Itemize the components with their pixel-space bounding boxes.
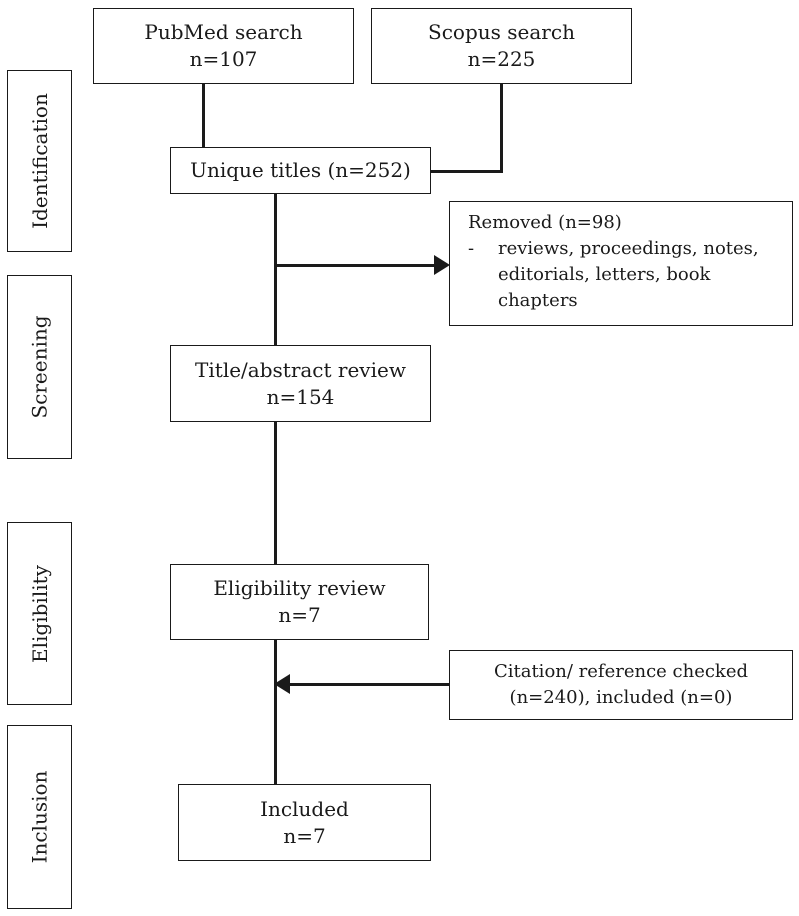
connector-to-removed bbox=[274, 264, 436, 267]
stage-inclusion-label: Inclusion bbox=[27, 770, 52, 864]
stage-identification-label: Identification bbox=[27, 93, 52, 229]
connector-from-citation bbox=[286, 683, 449, 686]
stage-screening: Screening bbox=[7, 275, 72, 459]
removed-item-line-3: chapters bbox=[498, 290, 578, 311]
stage-identification: Identification bbox=[7, 70, 72, 252]
eligibility-review-count: n=7 bbox=[278, 603, 321, 627]
stage-inclusion: Inclusion bbox=[7, 725, 72, 909]
included-title: Included bbox=[260, 796, 349, 821]
pubmed-search-title: PubMed search bbox=[144, 20, 303, 44]
unique-titles-box: Unique titles (n=252) bbox=[170, 147, 431, 194]
connector-main-2 bbox=[274, 421, 277, 564]
pubmed-search-box: PubMed search n=107 bbox=[93, 8, 354, 84]
removed-title: Removed (n=98) bbox=[468, 212, 622, 233]
included-count: n=7 bbox=[283, 823, 326, 848]
connector-main-3 bbox=[274, 639, 277, 785]
scopus-search-title: Scopus search bbox=[428, 20, 575, 44]
unique-titles-text: Unique titles (n=252) bbox=[190, 158, 411, 182]
stage-screening-label: Screening bbox=[27, 315, 52, 419]
eligibility-review-box: Eligibility review n=7 bbox=[170, 564, 429, 640]
scopus-search-count: n=225 bbox=[467, 47, 536, 71]
connector-pubmed-down bbox=[202, 83, 205, 147]
title-abstract-review-box: Title/abstract review n=154 bbox=[170, 345, 431, 422]
eligibility-review-title: Eligibility review bbox=[213, 576, 386, 600]
removed-item: - reviews, proceedings, notes, bbox=[468, 236, 759, 262]
included-box: Included n=7 bbox=[178, 784, 431, 861]
title-abstract-review-count: n=154 bbox=[266, 384, 335, 409]
citation-check-box: Citation/ reference checked (n=240), inc… bbox=[449, 650, 793, 720]
removed-item-cont: editorials, letters, book bbox=[468, 262, 710, 288]
citation-check-line-1: Citation/ reference checked bbox=[493, 661, 749, 682]
removed-item-line-1: reviews, proceedings, notes, bbox=[498, 238, 759, 259]
citation-check-line-2: (n=240), included (n=0) bbox=[509, 687, 733, 708]
connector-scopus-to-unique bbox=[430, 170, 503, 173]
stage-eligibility: Eligibility bbox=[7, 522, 72, 705]
scopus-search-box: Scopus search n=225 bbox=[371, 8, 632, 84]
arrow-to-removed bbox=[434, 255, 450, 275]
connector-main-1 bbox=[274, 193, 277, 345]
removed-bullet: - bbox=[468, 238, 475, 259]
connector-scopus-down bbox=[500, 83, 503, 173]
arrow-from-citation bbox=[274, 674, 290, 694]
removed-item-cont-2: chapters bbox=[468, 288, 578, 314]
pubmed-search-count: n=107 bbox=[189, 47, 258, 71]
title-abstract-review-title: Title/abstract review bbox=[195, 357, 406, 382]
stage-eligibility-label: Eligibility bbox=[27, 564, 52, 663]
removed-box: Removed (n=98) - reviews, proceedings, n… bbox=[449, 201, 793, 326]
removed-item-line-2: editorials, letters, book bbox=[498, 264, 711, 285]
